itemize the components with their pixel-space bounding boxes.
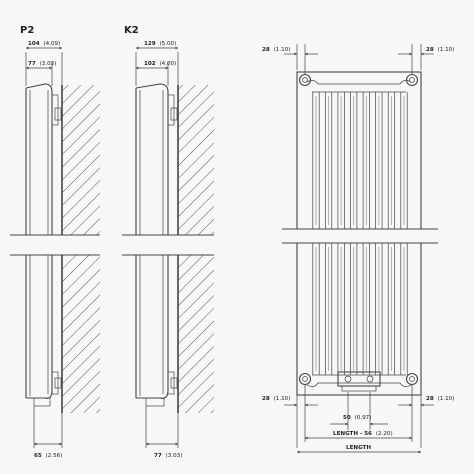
p2-dim-bottom-mm: 65 [34, 453, 42, 459]
k2-dim-inner-in: (4.00) [159, 61, 176, 67]
p2-title: P2 [20, 25, 34, 36]
p2-break-band [0, 234, 104, 256]
svg-text:28 (1.10): 28 (1.10) [262, 47, 290, 53]
front-dim-bottom-left: 28 (1.10) [262, 384, 318, 448]
svg-text:129 (5.00): 129 (5.00) [144, 41, 176, 47]
k2-dim-bottom-in: (3.03) [166, 453, 183, 459]
bottom-right-connection-icon [405, 372, 419, 386]
k2-dim-bottom: 77 (3.03) [145, 406, 182, 459]
svg-text:50 (0.97): 50 (0.97) [343, 415, 371, 421]
bottom-left-connection-icon [298, 372, 312, 386]
front-dim-length: LENGTH [296, 445, 422, 454]
front-fins [312, 92, 408, 375]
front-view: 28 (1.10) 28 (1.10) 28 (1.10) [262, 44, 454, 454]
bottom-valve-icon [337, 371, 381, 392]
svg-text:65 (2.56): 65 (2.56) [34, 453, 62, 459]
k2-dim-inner: 102 (4.00) [135, 61, 176, 86]
front-dim-center: 50 (0.97) [330, 392, 388, 430]
p2-dim-bottom: 65 (2.56) [33, 406, 62, 459]
p2-dim-inner-in: (3.03) [40, 61, 57, 67]
k2-dim-overall-mm: 129 [144, 41, 156, 47]
front-dim-top-right: 28 (1.10) [398, 44, 454, 74]
svg-text:LENGTH - 56 (2.20): LENGTH - 56 (2.20) [333, 431, 393, 437]
k2-break-band [118, 234, 218, 256]
front-dim-length-minus: LENGTH - 56 (2.20) [304, 412, 413, 442]
p2-dim-inner-mm: 77 [28, 61, 36, 67]
k2-title: K2 [124, 25, 139, 36]
p2-dim-inner: 77 (3.03) [25, 61, 56, 86]
p2-dim-bottom-in: (2.56) [46, 453, 63, 459]
front-dim-bottom-left-mm: 28 [262, 396, 270, 402]
k2-dim-inner-mm: 102 [144, 61, 156, 67]
svg-text:28 (1.10): 28 (1.10) [426, 396, 454, 402]
k2-dim-bottom-mm: 77 [154, 453, 162, 459]
k2-wall [177, 85, 214, 413]
front-dim-center-in: (0.97) [355, 415, 372, 421]
front-dim-top-left-mm: 28 [262, 47, 270, 53]
p2-side-view: P2 [0, 25, 104, 459]
front-dim-center-mm: 50 [343, 415, 351, 421]
front-dim-length-minus-label: LENGTH - 56 [333, 431, 372, 437]
front-dim-bottom-right: 28 (1.10) [398, 384, 454, 448]
p2-dim-overall-mm: 104 [28, 41, 40, 47]
svg-text:77 (3.03): 77 (3.03) [154, 453, 182, 459]
k2-radiator-body [135, 83, 178, 407]
front-dim-bottom-right-in: (1.10) [438, 396, 455, 402]
front-dim-top-left-in: (1.10) [274, 47, 291, 53]
svg-text:28 (1.10): 28 (1.10) [426, 47, 454, 53]
front-dim-length-label: LENGTH [346, 445, 371, 451]
top-left-connection-icon [298, 73, 312, 87]
k2-dim-overall-in: (5.00) [159, 41, 176, 47]
front-dim-length-minus-in: (2.20) [376, 431, 393, 437]
top-right-connection-icon [405, 73, 419, 87]
front-dim-top-right-mm: 28 [426, 47, 434, 53]
svg-text:28 (1.10): 28 (1.10) [262, 396, 290, 402]
front-dim-bottom-left-in: (1.10) [274, 396, 291, 402]
k2-side-view: K2 [118, 25, 218, 459]
svg-text:104 (4.09): 104 (4.09) [28, 41, 60, 47]
front-dim-top-right-in: (1.10) [438, 47, 455, 53]
p2-wall [61, 85, 100, 413]
front-dim-bottom-right-mm: 28 [426, 396, 434, 402]
p2-dim-overall-in: (4.09) [43, 41, 60, 47]
front-break-band [282, 228, 438, 244]
svg-text:77 (3.03): 77 (3.03) [28, 61, 56, 67]
front-dim-top-left: 28 (1.10) [262, 44, 318, 74]
svg-text:102 (4.00): 102 (4.00) [144, 61, 176, 67]
p2-radiator-body [25, 83, 62, 407]
k2-dim-overall: 129 (5.00) [135, 41, 179, 86]
